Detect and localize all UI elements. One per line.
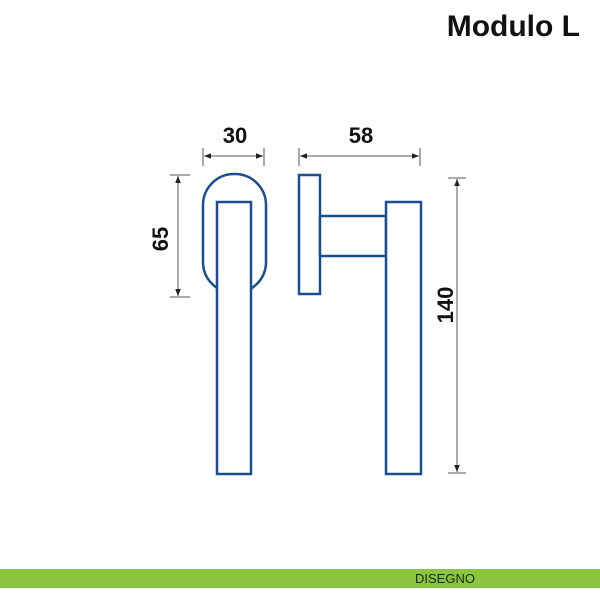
footer-label: DISEGNO bbox=[415, 571, 475, 586]
dim-label-140: 140 bbox=[433, 287, 458, 324]
footer-bar: DISEGNO bbox=[0, 569, 600, 588]
front-view bbox=[201, 172, 268, 476]
front-handle bbox=[215, 200, 253, 476]
side-handle bbox=[384, 200, 423, 476]
side-view bbox=[297, 173, 423, 476]
dim-label-30: 30 bbox=[223, 123, 247, 148]
product-title: Modulo L bbox=[446, 10, 580, 43]
side-rosette bbox=[297, 173, 322, 296]
side-shaft bbox=[318, 214, 388, 258]
dim-label-65: 65 bbox=[148, 227, 173, 251]
dimension-lines bbox=[170, 148, 466, 474]
dim-label-58: 58 bbox=[349, 123, 373, 148]
